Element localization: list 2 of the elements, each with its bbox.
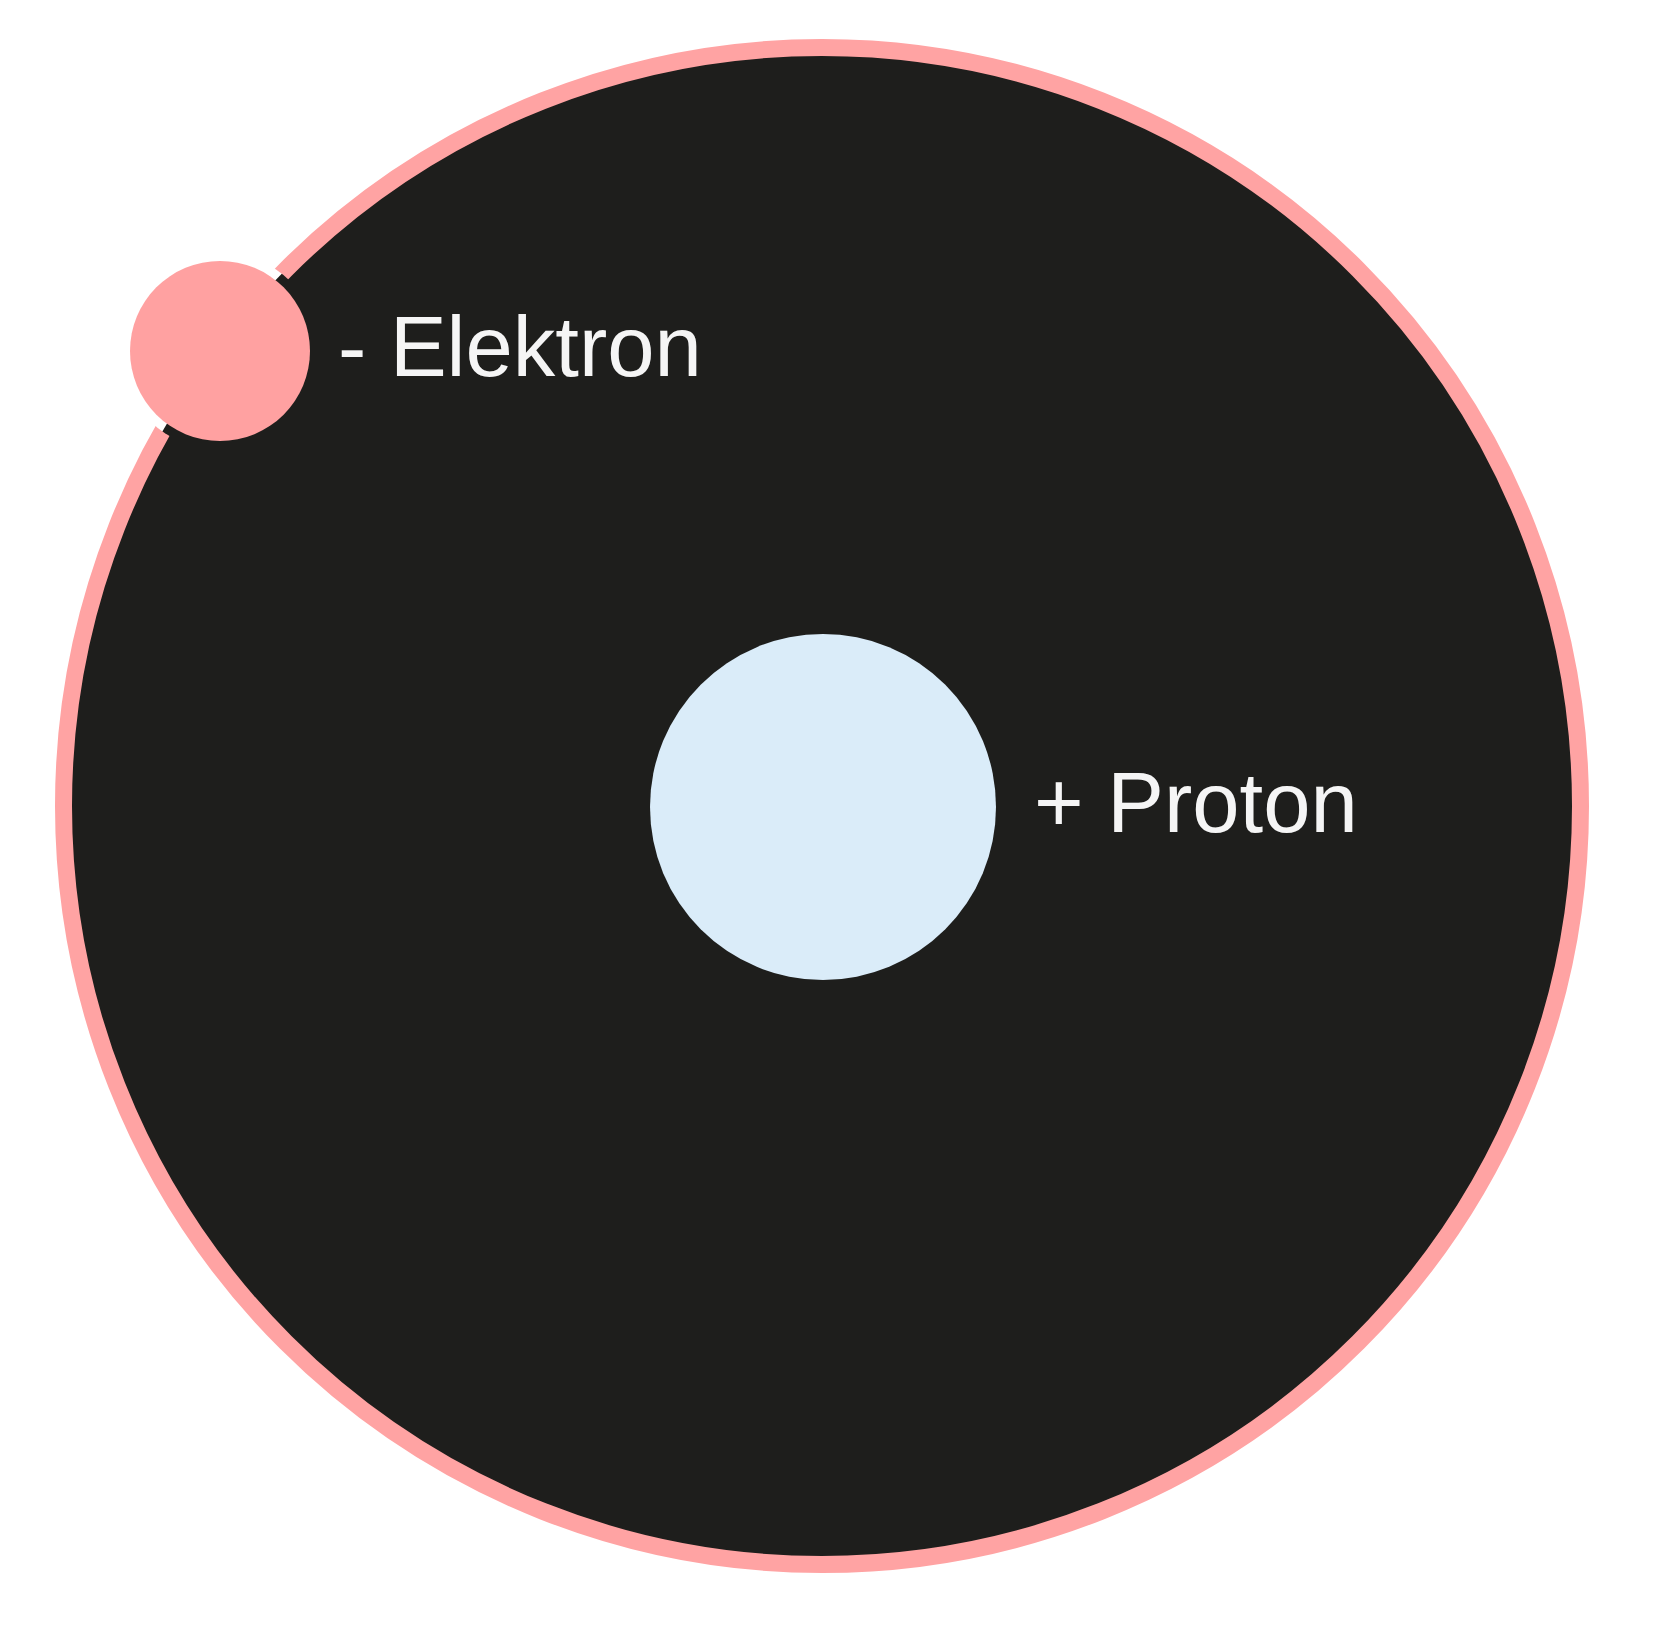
particle-label: + Proton xyxy=(1034,760,1358,845)
particle-label: - Elektron xyxy=(338,304,702,389)
